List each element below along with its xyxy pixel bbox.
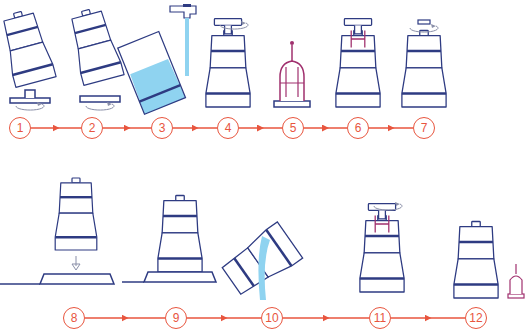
step-circle: 10: [261, 307, 283, 329]
flow-arrow: [31, 127, 81, 129]
flow-arrow: [304, 127, 347, 129]
flow-arrow: [173, 127, 217, 129]
step-number: 9: [173, 312, 180, 324]
step-number: 2: [89, 122, 96, 134]
flow-arrow: [283, 317, 369, 319]
flow-arrow: [391, 317, 465, 319]
flow-arrow: [187, 317, 261, 319]
step-circle: 7: [413, 117, 435, 139]
step-number: 12: [469, 312, 482, 324]
step-number: 5: [290, 122, 297, 134]
step-number: 11: [374, 312, 386, 324]
step-circle: 2: [81, 117, 103, 139]
step-circle: 4: [217, 117, 239, 139]
step-circle: 6: [347, 117, 369, 139]
step-circle: 3: [151, 117, 173, 139]
step-circle: 8: [63, 307, 85, 329]
step-circle: 9: [165, 307, 187, 329]
flow-arrow: [239, 127, 282, 129]
step-number: 4: [225, 122, 232, 134]
flow-arrow: [85, 317, 165, 319]
flow-arrow: [369, 127, 413, 129]
step-number: 7: [421, 122, 428, 134]
step-circle: 5: [282, 117, 304, 139]
step-circle: 12: [465, 307, 487, 329]
step-number: 1: [17, 122, 24, 134]
flow-arrow: [103, 127, 151, 129]
step-number: 6: [355, 122, 362, 134]
step-number: 3: [159, 122, 166, 134]
step-number: 8: [71, 312, 78, 324]
step-number: 10: [265, 312, 278, 324]
step-circle: 11: [369, 307, 391, 329]
step-circle: 1: [9, 117, 31, 139]
